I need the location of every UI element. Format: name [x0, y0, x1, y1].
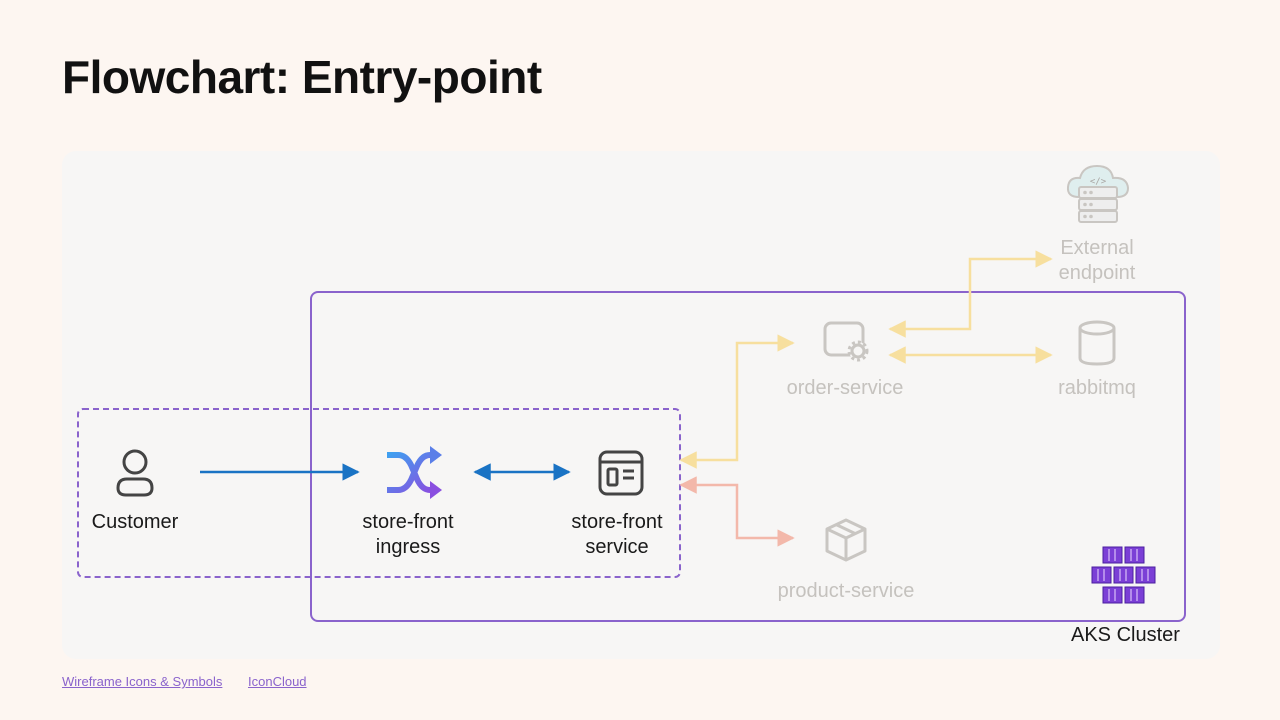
- ingress-label: store-front ingress: [343, 510, 473, 560]
- order-external-arrow: [888, 250, 1053, 338]
- wireframe-icons-link[interactable]: Wireframe Icons & Symbols: [62, 674, 223, 689]
- storefront-label-line1: store-front: [571, 511, 663, 533]
- product-service-label: product-service: [777, 580, 915, 602]
- kubernetes-cluster-icon: [1091, 546, 1156, 604]
- external-label-line2: endpoint: [1058, 262, 1136, 284]
- page-title: Flowchart: Entry-point: [62, 51, 542, 103]
- storefront-product-arrow: [679, 476, 795, 547]
- svg-text:</>: </>: [1090, 177, 1107, 187]
- database-icon: [1078, 320, 1116, 366]
- user-icon: [116, 449, 154, 497]
- storefront-label: store-front service: [552, 510, 682, 560]
- customer-label: Customer: [91, 511, 179, 533]
- iconcloud-link[interactable]: IconCloud: [248, 674, 307, 689]
- external-label-line1: External: [1060, 237, 1134, 259]
- cloud-server-icon: </>: [1066, 164, 1130, 223]
- aks-cluster-boundary: [310, 291, 1186, 622]
- shuffle-icon: [387, 446, 442, 499]
- package-box-icon: [825, 518, 867, 562]
- order-service-label: order-service: [786, 377, 904, 399]
- ingress-label-line1: store-front: [362, 511, 454, 533]
- aks-cluster-label: AKS Cluster: [1071, 624, 1180, 646]
- rabbitmq-label: rabbitmq: [1058, 377, 1136, 399]
- external-endpoint-label: External endpoint: [1037, 236, 1157, 286]
- diagram-canvas: [62, 151, 1220, 659]
- storefront-label-line2: service: [585, 536, 649, 558]
- ingress-label-line2: ingress: [375, 536, 441, 558]
- storefront-order-arrow: [679, 334, 795, 469]
- service-gear-icon: [823, 321, 869, 362]
- web-page-icon: [598, 450, 644, 496]
